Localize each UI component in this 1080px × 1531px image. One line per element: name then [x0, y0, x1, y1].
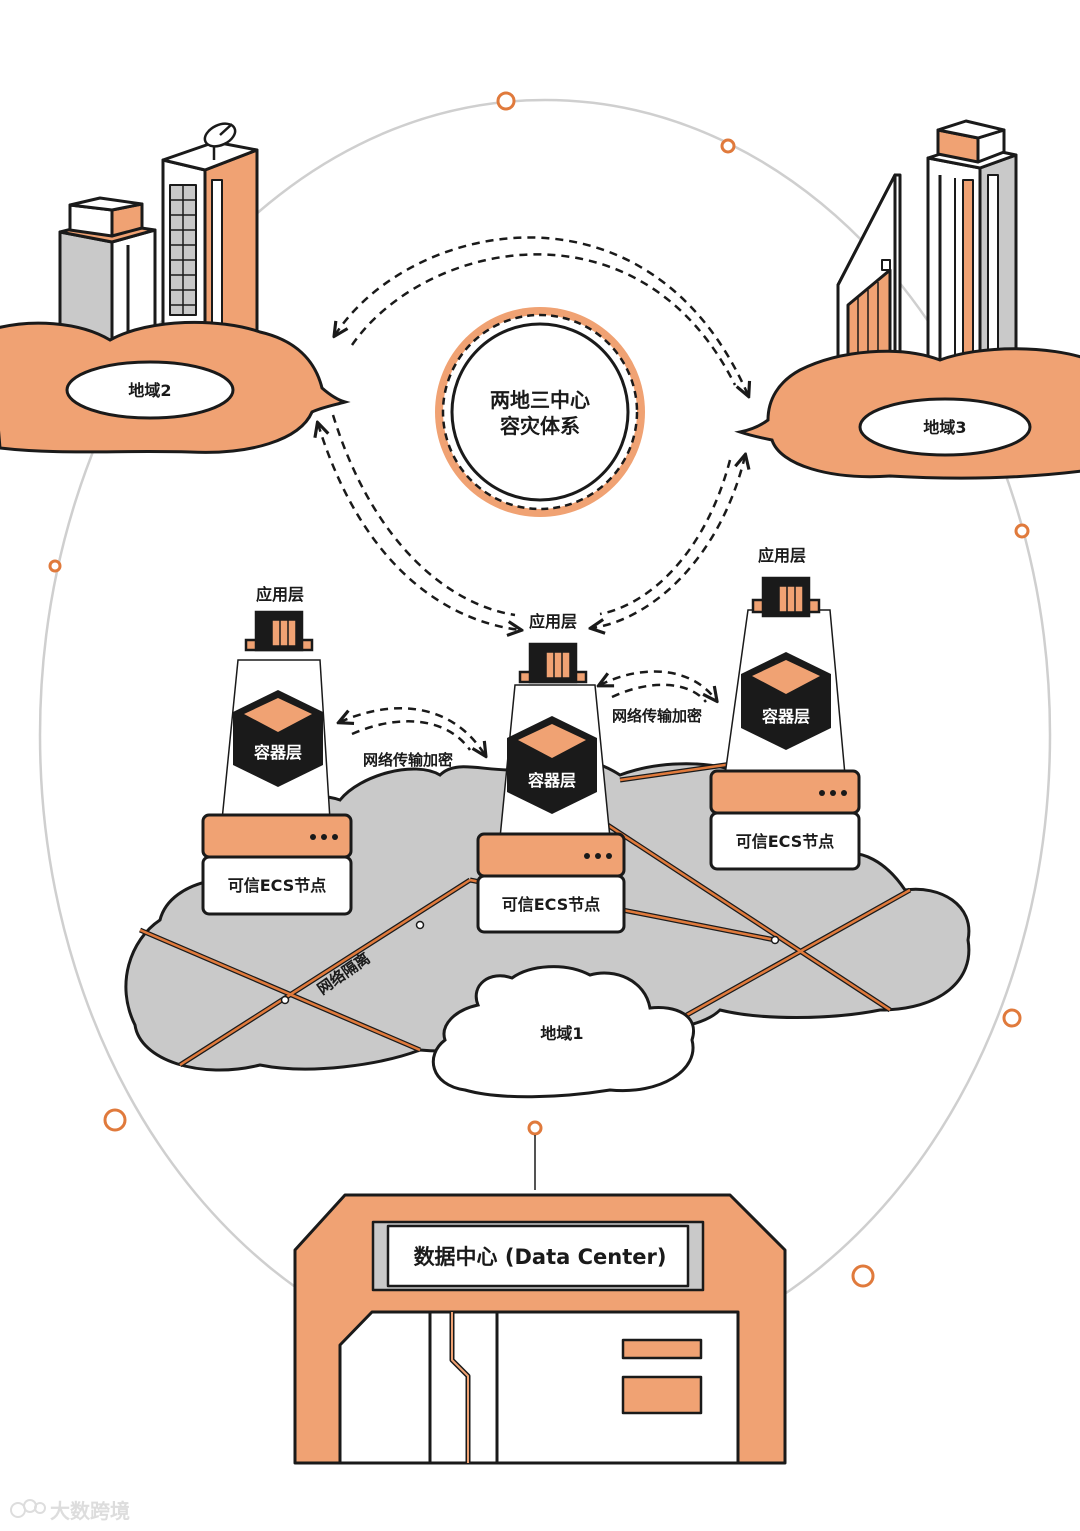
stack-middle-container-label: 容器层	[527, 771, 576, 790]
region2-label: 地域2	[128, 381, 171, 400]
watermark: 大数跨境	[10, 1499, 130, 1523]
region3-label: 地域3	[923, 418, 966, 437]
orbit-dots	[48, 91, 1030, 1288]
datacenter-label: 数据中心 (Data Center)	[414, 1245, 667, 1269]
stack-right-container-label: 容器层	[761, 707, 810, 726]
stack-right: 应用层 容器层 可信ECS节点	[709, 546, 861, 871]
container-cube-icon: 容器层	[233, 690, 323, 787]
ecs-node-left: 可信ECS节点	[201, 813, 353, 916]
region1-label: 地域1	[540, 1024, 583, 1043]
container-cube-icon: 容器层	[507, 716, 597, 814]
ecs-node-middle: 可信ECS节点	[476, 832, 626, 934]
app-box-icon	[518, 642, 588, 684]
datacenter	[293, 1193, 787, 1465]
center-title-line2: 容灾体系	[500, 414, 580, 438]
encryption-link-left	[340, 707, 485, 755]
stack-right-app-label: 应用层	[758, 546, 806, 565]
building-left-tall	[161, 140, 259, 347]
stack-left-node-label: 可信ECS节点	[228, 876, 327, 895]
region2-group: 地域2	[0, 122, 351, 454]
watermark-logo-icon	[10, 1499, 46, 1518]
ecs-node-right: 可信ECS节点	[709, 769, 861, 871]
watermark-text: 大数跨境	[50, 1499, 130, 1523]
stack-middle-app-label: 应用层	[529, 612, 577, 631]
stack-middle: 应用层 容器层 可信ECS节点	[476, 612, 626, 934]
encryption-link-right	[600, 670, 716, 702]
container-cube-icon: 容器层	[741, 652, 831, 750]
encryption-label-left: 网络传输加密	[363, 751, 453, 769]
center-hub: 两地三中心 容灾体系	[435, 307, 645, 517]
stack-right-node-label: 可信ECS节点	[736, 832, 835, 851]
server-dots-icon	[310, 834, 338, 840]
app-box-icon	[244, 610, 314, 652]
region2-label-pill	[65, 360, 235, 420]
stack-left: 应用层 容器层 可信ECS节点	[201, 585, 353, 916]
center-title-line1: 两地三中心	[490, 388, 590, 412]
satellite-dish-icon	[203, 122, 237, 160]
stack-left-container-label: 容器层	[253, 743, 302, 762]
app-box-icon	[751, 576, 821, 618]
region3-group: 地域3	[734, 119, 1080, 480]
stack-left-app-label: 应用层	[256, 585, 304, 604]
server-dots-icon	[819, 790, 847, 796]
replication-arrows	[318, 236, 748, 630]
encryption-label-right: 网络传输加密	[612, 707, 702, 725]
stack-middle-node-label: 可信ECS节点	[502, 895, 601, 914]
building-left-short	[58, 196, 157, 347]
region3-label-pill	[858, 397, 1032, 457]
server-dots-icon	[584, 853, 612, 859]
building-right-slanted	[836, 173, 902, 362]
building-right-tall	[926, 119, 1018, 372]
